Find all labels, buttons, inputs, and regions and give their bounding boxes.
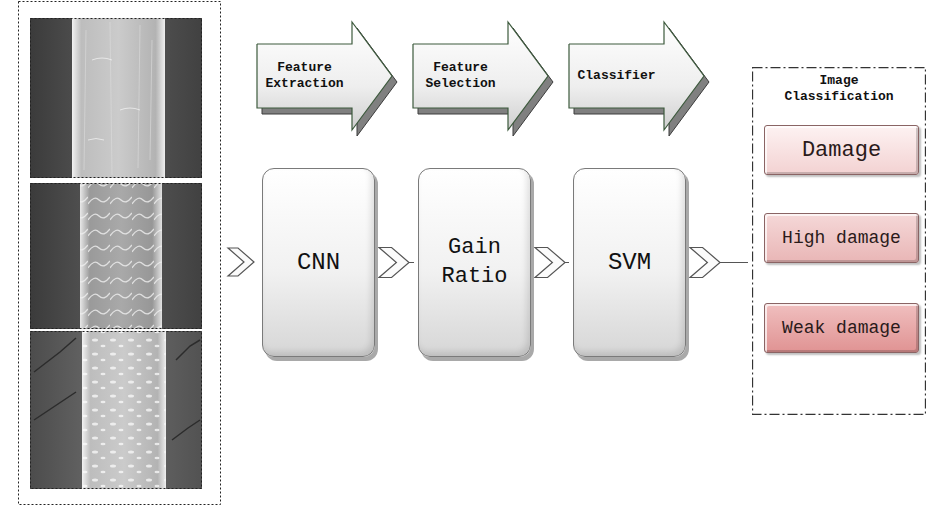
chevron-connector bbox=[535, 248, 569, 278]
sem-image bbox=[30, 18, 202, 178]
class-button: Weak damage bbox=[764, 303, 919, 353]
class-label: High damage bbox=[776, 228, 907, 248]
step-arrow: Feature Extraction bbox=[257, 22, 402, 142]
process-box: SVM bbox=[573, 168, 686, 357]
group-outline bbox=[753, 68, 926, 415]
chevron-connector bbox=[379, 248, 414, 278]
process-label: CNN bbox=[291, 247, 346, 278]
process-label: Gain Ratio bbox=[419, 234, 530, 291]
sem-image bbox=[30, 183, 202, 329]
step-label: Classifier bbox=[569, 44, 664, 108]
arrow-face bbox=[569, 22, 704, 130]
chevron-symbol bbox=[228, 248, 254, 276]
class-label: Weak damage bbox=[776, 318, 907, 338]
chevron-connector bbox=[690, 248, 748, 278]
step-arrow: Classifier bbox=[569, 22, 714, 142]
step-label: Feature Selection bbox=[413, 44, 508, 108]
sem-image bbox=[30, 331, 202, 489]
process-box: Gain Ratio bbox=[418, 168, 531, 357]
process-label: SVM bbox=[602, 247, 657, 278]
class-label: Damage bbox=[796, 138, 887, 163]
class-button: Damage bbox=[764, 125, 919, 175]
image-panel bbox=[19, 2, 221, 505]
step-label: Feature Extraction bbox=[257, 44, 352, 108]
process-box: CNN bbox=[262, 168, 375, 357]
group-title: Image Classification bbox=[775, 73, 903, 104]
arrow-face bbox=[413, 22, 548, 130]
class-button: High damage bbox=[764, 213, 919, 263]
step-arrow: Feature Selection bbox=[413, 22, 558, 142]
arrow-face bbox=[257, 22, 392, 130]
output-group: Image ClassificationDamageHigh damageWea… bbox=[752, 67, 926, 415]
